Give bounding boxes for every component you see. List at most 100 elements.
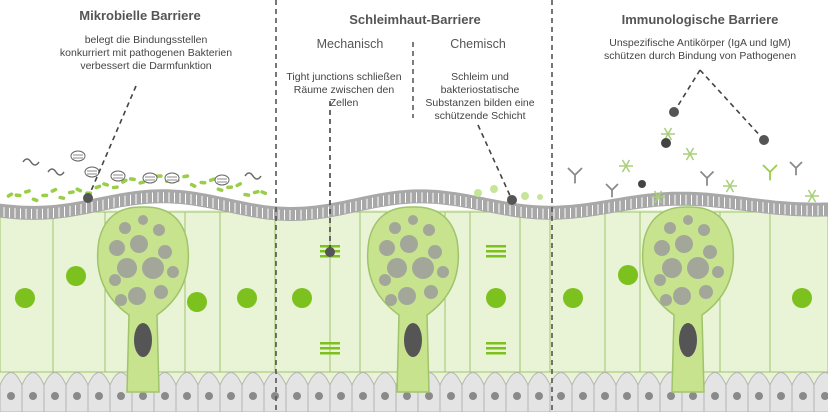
caption-line: bakteriostatische: [440, 84, 520, 96]
cell-nucleus: [792, 288, 812, 308]
mucin-granule: [142, 257, 164, 279]
goblet-cell: [641, 206, 735, 393]
basal-nucleus: [183, 392, 191, 400]
basal-nucleus: [667, 392, 675, 400]
basal-nucleus: [293, 392, 301, 400]
igm-arm: [689, 147, 695, 155]
pathogen-bacterium: [164, 172, 180, 184]
commensal-bacterium: [58, 195, 66, 200]
commensal-bacterium: [41, 193, 49, 198]
igm-arm: [807, 195, 813, 203]
commensal-bacterium: [189, 182, 197, 188]
igm-arm: [657, 196, 663, 204]
basal-nucleus: [315, 392, 323, 400]
mucin-granule: [683, 215, 693, 225]
commensal-bacterium: [128, 177, 136, 182]
basal-nucleus: [271, 392, 279, 400]
igm-arm: [621, 165, 627, 173]
mucin-granule: [423, 224, 435, 236]
panel-title-microbial: Mikrobielle Barriere: [79, 8, 201, 23]
basal-nucleus: [7, 392, 15, 400]
caption-line: belegt die Bindungsstellen: [84, 34, 208, 46]
epithelial-cell: [184, 211, 221, 373]
caption-line: verbessert die Darmfunktion: [80, 60, 212, 72]
igm-arm: [625, 159, 631, 167]
antibody-glyph: [789, 161, 803, 176]
basal-nucleus: [337, 392, 345, 400]
basal-nucleus: [689, 392, 697, 400]
basal-nucleus: [755, 392, 763, 400]
basal-nucleus: [403, 392, 411, 400]
mucus-droplet: [537, 194, 543, 200]
basal-nucleus: [425, 392, 433, 400]
mucin-granule: [109, 240, 125, 256]
mucin-granule: [389, 222, 401, 234]
mucin-granule: [153, 224, 165, 236]
cell-nucleus: [66, 266, 86, 286]
commensal-bacterium: [138, 180, 146, 185]
basal-nucleus: [535, 392, 543, 400]
mucin-granule: [428, 245, 442, 259]
mucin-granule: [687, 257, 709, 279]
pathogen-particle: [661, 138, 671, 148]
mucin-granule: [662, 258, 682, 278]
goblet-cells: [96, 206, 735, 393]
basal-nucleus: [447, 392, 455, 400]
igm-arm: [667, 127, 673, 135]
commensal-bacterium: [235, 182, 243, 188]
goblet-cell: [96, 206, 190, 393]
mucin-granule: [115, 294, 127, 306]
mucus-droplet: [521, 192, 529, 200]
igm-arm: [685, 147, 691, 155]
basal-nucleus: [249, 392, 257, 400]
mucin-granule: [675, 235, 693, 253]
basal-nucleus: [711, 392, 719, 400]
basal-nucleus: [579, 392, 587, 400]
basal-nucleus: [557, 392, 565, 400]
epithelial-cell: [52, 211, 106, 373]
igm-arm: [685, 153, 691, 161]
pathogen-pattern: [217, 178, 227, 183]
caption-line: schützende Schicht: [434, 110, 526, 122]
mucin-granule: [138, 215, 148, 225]
commensal-bacterium: [252, 189, 260, 195]
mucin-granule: [158, 245, 172, 259]
mucin-granule: [698, 224, 710, 236]
caption-line: Räume zwischen den Zellen: [293, 84, 395, 109]
epithelial-cell: [329, 211, 361, 373]
pathogen-bacterium: [142, 172, 158, 184]
caption-chemical: Schleim und bakteriostatische Substanzen…: [420, 71, 540, 123]
mucin-granule: [400, 235, 418, 253]
antibody-glyph: [762, 164, 778, 181]
mucin-granule: [664, 222, 676, 234]
basal-nucleus: [799, 392, 807, 400]
mucin-granule: [673, 287, 691, 305]
commensal-bacterium: [260, 190, 268, 196]
cell-nucleus: [563, 288, 583, 308]
igm-arm: [653, 190, 659, 198]
mucin-granule: [385, 294, 397, 306]
igm-arm: [625, 165, 631, 173]
pathogen-pattern: [145, 176, 155, 181]
igm-arm: [811, 195, 817, 203]
mucin-granule: [437, 266, 449, 278]
commensal-bacterium: [6, 192, 14, 198]
pathogen-pattern: [167, 176, 177, 181]
caption-microbial: belegt die Bindungsstellen konkurriert m…: [10, 34, 282, 73]
igm-arm: [729, 179, 735, 187]
mucin-granule: [379, 240, 395, 256]
goblet-nucleus: [134, 323, 152, 357]
spiral-bacterium: [22, 158, 40, 166]
mucin-granule: [119, 222, 131, 234]
basal-cell: [813, 372, 828, 412]
pointer-line: [477, 124, 513, 201]
junction-bar: [320, 352, 340, 355]
basal-nucleus: [513, 392, 521, 400]
panel-title-immunological: Immunologische Barriere: [621, 12, 779, 27]
commensal-bacterium: [94, 184, 102, 190]
mucin-granule: [387, 258, 407, 278]
cell-nucleus: [292, 288, 312, 308]
pathogen-particle: [638, 180, 646, 188]
commensal-bacterium: [50, 187, 58, 193]
